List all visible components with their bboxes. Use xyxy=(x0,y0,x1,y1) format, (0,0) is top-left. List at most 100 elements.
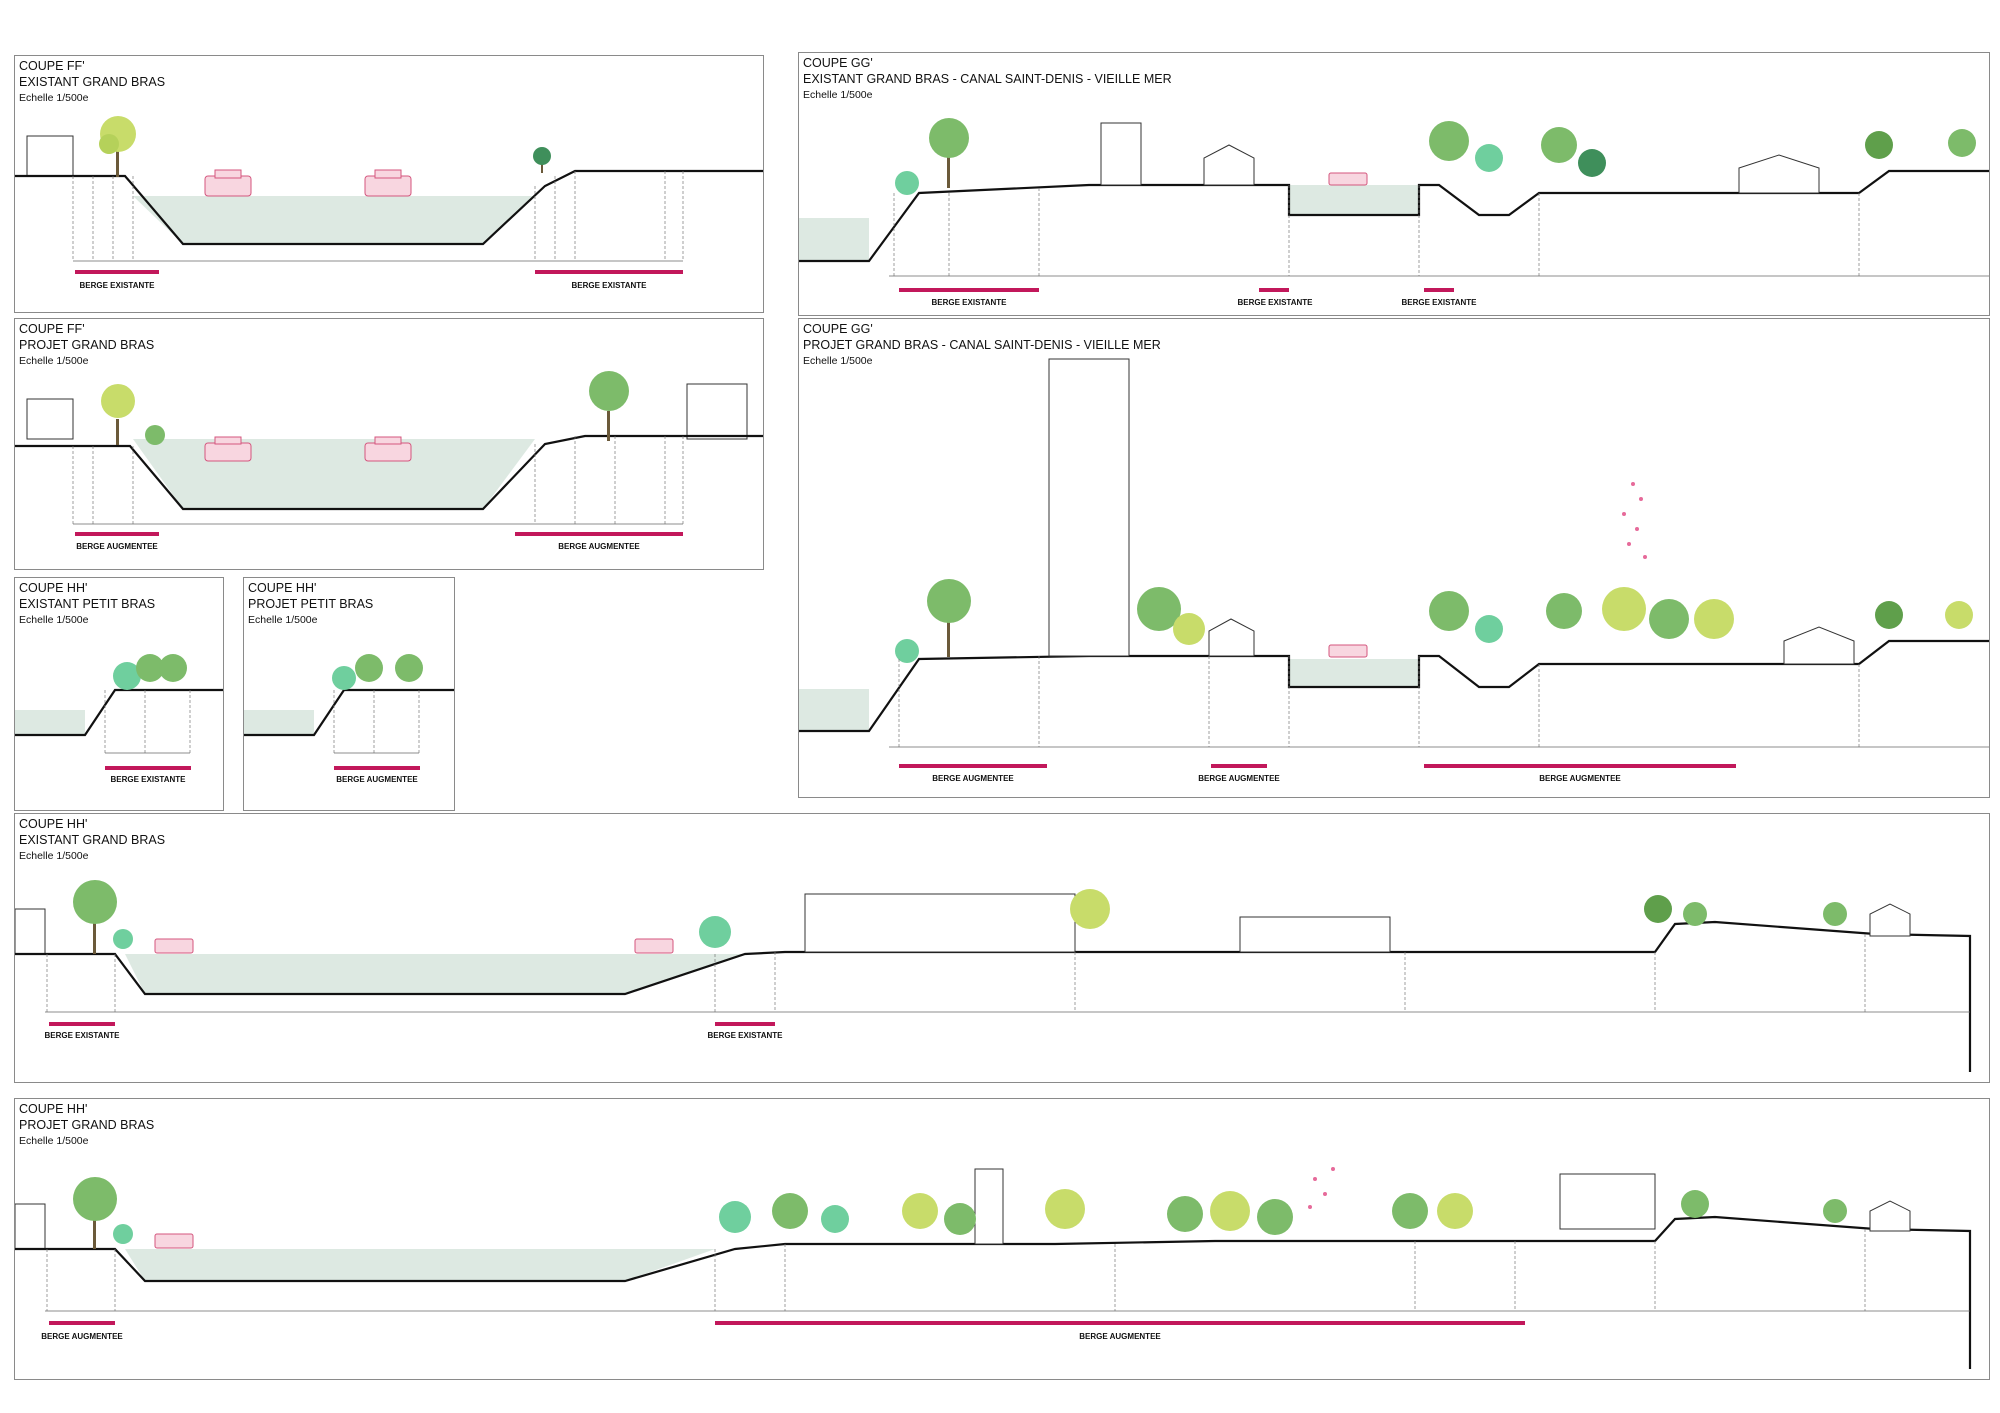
tree xyxy=(1649,599,1689,639)
berge-bar xyxy=(1424,288,1454,292)
berge-label: BERGE EXISTANTE xyxy=(45,1031,121,1040)
tree xyxy=(145,425,165,445)
tree xyxy=(1541,127,1577,163)
building xyxy=(1869,903,1911,937)
tree xyxy=(719,1201,751,1233)
section-label: COUPE HH' xyxy=(19,581,88,595)
panel-gg-existant: COUPE GG' EXISTANT GRAND BRAS - CANAL SA… xyxy=(798,52,1990,316)
tree xyxy=(1578,149,1606,177)
tree xyxy=(1257,1199,1293,1235)
berge-label: BERGE AUGMENTEE xyxy=(1198,774,1280,783)
section-subtitle: EXISTANT PETIT BRAS xyxy=(19,597,156,611)
section-label: COUPE HH' xyxy=(19,817,88,831)
tree xyxy=(1070,889,1110,929)
building xyxy=(1100,122,1142,186)
tree xyxy=(136,654,164,682)
panel-title: COUPE GG' EXISTANT GRAND BRAS - CANAL SA… xyxy=(803,55,1172,103)
boat xyxy=(1328,172,1368,186)
berge-label: BERGE AUGMENTEE xyxy=(336,775,418,784)
panel-ff-projet: COUPE FF' PROJET GRAND BRAS Echelle 1/50… xyxy=(14,318,764,570)
section-label: COUPE FF' xyxy=(19,322,85,336)
dimension-lines xyxy=(72,436,684,525)
section-drawing: BERGE EXISTANTE BERGE EXISTANTE BERGE EX… xyxy=(799,118,1989,307)
section-subtitle: PROJET GRAND BRAS - CANAL SAINT-DENIS - … xyxy=(803,338,1161,352)
section-drawing: BERGE EXISTANTE BERGE EXISTANTE xyxy=(15,116,763,290)
berge-bar xyxy=(75,270,159,274)
panel-hh-projet-grand: COUPE HH' PROJET GRAND BRAS Echelle 1/50… xyxy=(14,1098,1990,1380)
tree xyxy=(355,654,383,682)
section-scale: Echelle 1/500e xyxy=(248,614,318,626)
section-label: COUPE GG' xyxy=(803,322,873,336)
boat xyxy=(364,169,412,197)
tree xyxy=(332,666,356,690)
berge-bar xyxy=(75,532,159,536)
tree xyxy=(1681,1190,1709,1218)
tree xyxy=(895,639,919,663)
berge-label: BERGE EXISTANTE xyxy=(1238,298,1314,307)
berge-label: BERGE EXISTANTE xyxy=(932,298,1008,307)
section-drawing: BERGE AUGMENTEE BERGE AUGMENTEE xyxy=(15,371,763,551)
panel-hh-projet-petit: COUPE HH' PROJET PETIT BRAS Echelle 1/50… xyxy=(243,577,455,811)
tree xyxy=(113,1224,133,1244)
berge-bar xyxy=(49,1321,115,1325)
tree xyxy=(1823,902,1847,926)
tree xyxy=(1429,591,1469,631)
tree xyxy=(1173,613,1205,645)
section-scale: Echelle 1/500e xyxy=(19,1135,89,1147)
tree xyxy=(1683,902,1707,926)
berge-label: BERGE AUGMENTEE xyxy=(932,774,1014,783)
berge-label: BERGE AUGMENTEE xyxy=(1539,774,1621,783)
section-scale: Echelle 1/500e xyxy=(19,92,89,104)
tree xyxy=(1167,1196,1203,1232)
tree xyxy=(1475,144,1503,172)
ground-line xyxy=(15,688,223,737)
section-scale: Echelle 1/500e xyxy=(19,614,89,626)
section-drawing: BERGE AUGMENTEE BERGE AUGMENTEE xyxy=(15,1167,1972,1369)
building xyxy=(1869,1200,1911,1232)
boat xyxy=(204,169,252,197)
tree xyxy=(1875,601,1903,629)
tree xyxy=(929,118,969,188)
berge-label: BERGE EXISTANTE xyxy=(708,1031,784,1040)
building xyxy=(1239,916,1391,953)
panel-title: COUPE HH' PROJET GRAND BRAS Echelle 1/50… xyxy=(19,1101,154,1149)
building xyxy=(1203,144,1255,186)
boat xyxy=(204,436,252,462)
bubble-sculpture xyxy=(1622,482,1647,559)
tree xyxy=(113,929,133,949)
section-scale: Echelle 1/500e xyxy=(803,89,873,101)
tree xyxy=(902,1193,938,1229)
ground-line xyxy=(15,1215,1972,1369)
boat xyxy=(154,1233,194,1249)
section-label: COUPE GG' xyxy=(803,56,873,70)
section-label: COUPE FF' xyxy=(19,59,85,73)
section-subtitle: EXISTANT GRAND BRAS xyxy=(19,75,166,89)
panel-ff-existant: COUPE FF' EXISTANT GRAND BRAS Echelle 1/… xyxy=(14,55,764,313)
section-drawing: BERGE AUGMENTEE BERGE AUGMENTEE BERGE AU… xyxy=(799,358,1989,783)
tree xyxy=(99,116,136,177)
section-subtitle: EXISTANT GRAND BRAS - CANAL SAINT-DENIS … xyxy=(803,72,1172,86)
tree xyxy=(1823,1199,1847,1223)
tree xyxy=(1210,1191,1250,1231)
panel-title: COUPE HH' PROJET PETIT BRAS Echelle 1/50… xyxy=(248,580,373,628)
berge-bar xyxy=(515,532,683,536)
building xyxy=(686,383,748,440)
berge-label: BERGE EXISTANTE xyxy=(572,281,648,290)
tree xyxy=(159,654,187,682)
berge-bar xyxy=(535,270,683,274)
tower-frame xyxy=(974,1168,1004,1245)
section-subtitle: EXISTANT GRAND BRAS xyxy=(19,833,166,847)
tree xyxy=(1948,129,1976,157)
tree xyxy=(944,1203,976,1235)
tree xyxy=(533,147,551,173)
boat xyxy=(1328,644,1368,658)
boat xyxy=(364,436,412,462)
building xyxy=(26,135,74,177)
tree xyxy=(1045,1189,1085,1229)
tree xyxy=(927,579,971,657)
tree xyxy=(73,880,117,954)
building xyxy=(15,1203,46,1250)
boat xyxy=(154,938,194,954)
tree xyxy=(895,171,919,195)
tree xyxy=(1945,601,1973,629)
